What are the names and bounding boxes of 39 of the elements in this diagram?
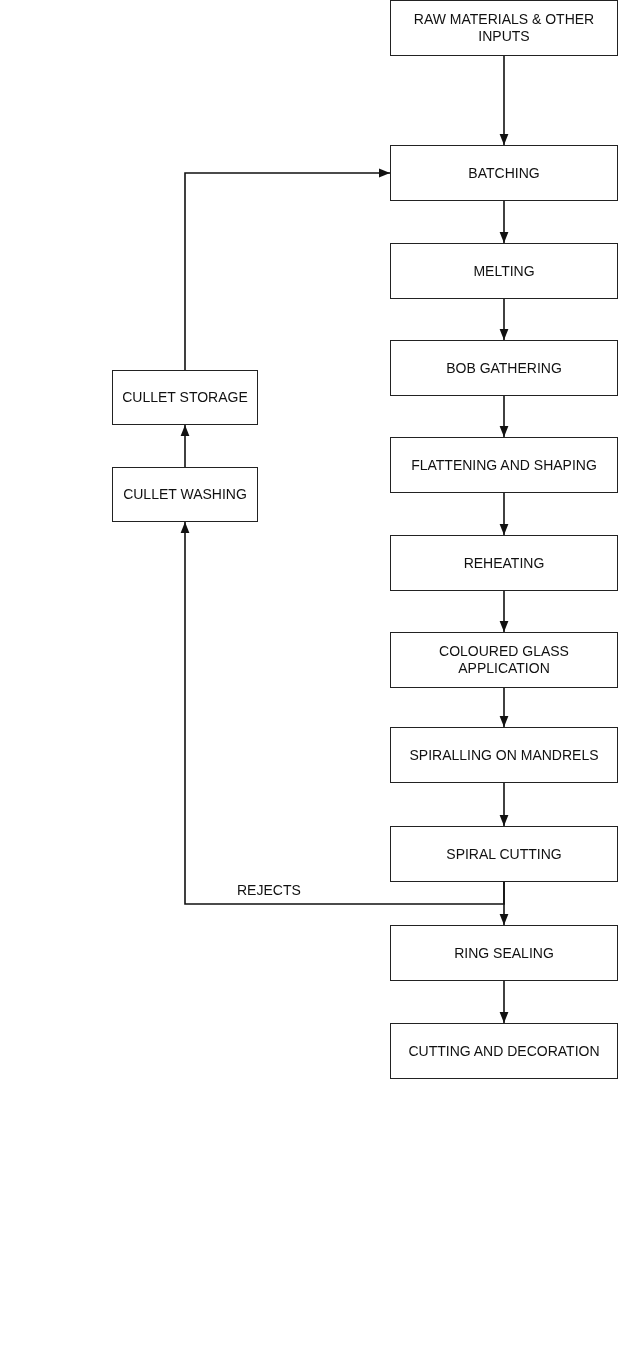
process-box	[390, 826, 618, 882]
process-box	[390, 535, 618, 591]
box-label: SPIRALLING ON MANDRELS	[408, 746, 600, 764]
arrow	[499, 492, 509, 536]
arrow	[499, 687, 509, 728]
arrow	[184, 168, 391, 371]
arrow	[180, 424, 190, 468]
box-label: CULLET STORAGE	[121, 389, 249, 406]
box-label: FLATTENING AND SHAPING	[410, 456, 598, 474]
box-label: BATCHING	[467, 164, 541, 182]
box-label: RING SEALING	[453, 944, 555, 962]
arrow	[499, 590, 509, 633]
edge-label: REJECTS	[235, 882, 303, 898]
box-label: SPIRAL CUTTING	[445, 845, 563, 863]
arrow	[499, 395, 509, 438]
arrow	[499, 55, 509, 146]
box-label: CUTTING AND DECORATION	[407, 1042, 601, 1060]
process-box	[390, 727, 618, 783]
arrow	[499, 980, 509, 1024]
box-label: REHEATING	[462, 554, 546, 572]
process-box	[390, 0, 618, 56]
arrow	[499, 200, 509, 244]
arrow	[499, 298, 509, 341]
process-box	[112, 467, 258, 522]
box-label: MELTING	[472, 262, 536, 280]
process-box	[390, 1023, 618, 1079]
process-box	[390, 243, 618, 299]
process-box	[390, 145, 618, 201]
process-box	[390, 340, 618, 396]
box-label: CULLET WASHING	[122, 486, 248, 503]
process-box	[390, 925, 618, 981]
box-label: RAW MATERIALS & OTHER INPUTS	[412, 11, 596, 45]
arrow	[499, 782, 509, 827]
process-box	[390, 437, 618, 493]
box-label: COLOURED GLASS APPLICATION	[438, 643, 570, 677]
arrow	[180, 521, 505, 905]
box-label: BOB GATHERING	[445, 359, 563, 377]
process-box	[390, 632, 618, 688]
process-box	[112, 370, 258, 425]
